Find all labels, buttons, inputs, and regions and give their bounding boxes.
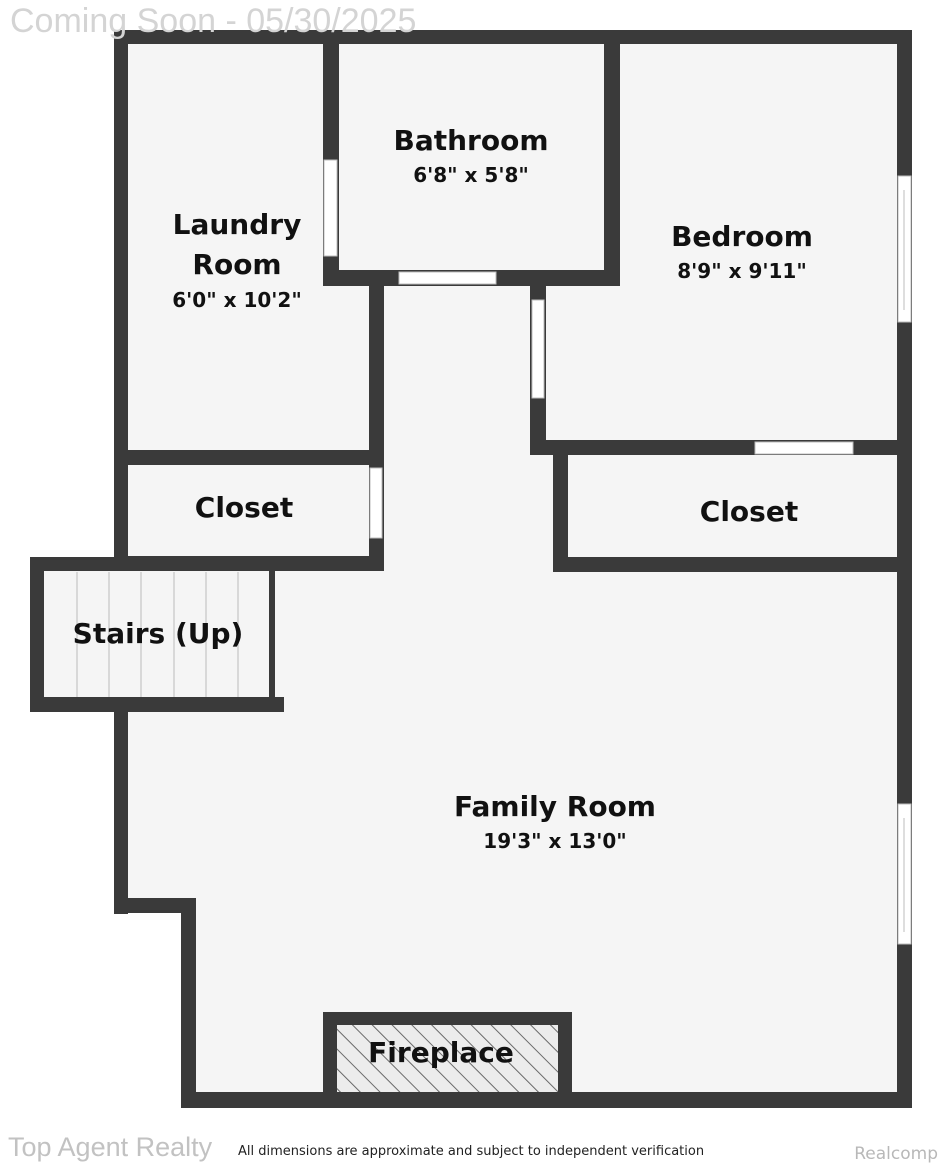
stairs-label: Stairs (Up) [73,617,244,650]
closet-right-label: Closet [700,495,798,528]
wall-fireplace-left [323,1012,337,1106]
wall-closet-right-left [553,450,568,572]
opening-bath-laundry [323,159,338,257]
mls-credit: Realcomp [854,1144,938,1164]
wall-stairs-left [30,557,44,712]
wall-bottom [182,1092,912,1108]
wall-fireplace-right [558,1012,572,1106]
family-room-label: Family Room [454,790,656,823]
stair-treads [76,572,239,698]
wall-fireplace-top [323,1012,572,1025]
opening-bath-bottom [398,271,497,285]
agency-brand: Top Agent Realty [8,1132,213,1162]
bedroom-dimensions: 8'9" x 9'11" [677,259,807,283]
opening-bedroom-closet [754,441,854,455]
closet-left-label: Closet [195,491,293,524]
wall-top [114,30,912,44]
dimensions-disclaimer: All dimensions are approximate and subje… [238,1144,705,1159]
floor-upper [120,36,904,566]
wall-left-bottom [181,898,196,1108]
laundry-dimensions: 6'0" x 10'2" [172,288,302,312]
wall-closet-right-bottom [553,557,905,572]
coming-soon-watermark: Coming Soon - 05/30/2025 [10,2,417,40]
opening-bedroom-left [531,299,545,399]
wall-left-jog [114,898,196,913]
bathroom-dimensions: 6'8" x 5'8" [413,163,529,187]
wall-stairs-top [30,557,127,571]
wall-closet-left-bottom [120,556,384,571]
wall-laundry-bottom [120,450,382,465]
wall-stairs-right [269,566,275,710]
fireplace-label: Fireplace [368,1036,514,1069]
bathroom-label: Bathroom [393,124,548,157]
wall-bath-right [604,36,620,286]
family-room-dimensions: 19'3" x 13'0" [483,829,626,853]
laundry-label-line1: Laundry [173,208,302,241]
room-labels: Bathroom 6'8" x 5'8" Laundry Room 6'0" x… [73,124,813,1069]
wall-left-lower [114,708,128,914]
laundry-label-line2: Room [192,248,281,281]
fireplace-hearth [336,1024,560,1092]
opening-closet-left [369,467,383,539]
bedroom-label: Bedroom [671,220,813,253]
floor-areas [36,36,904,1100]
wall-stairs-bottom [30,697,284,712]
wall-left-upper [114,30,128,566]
floor-family-left [120,564,904,904]
